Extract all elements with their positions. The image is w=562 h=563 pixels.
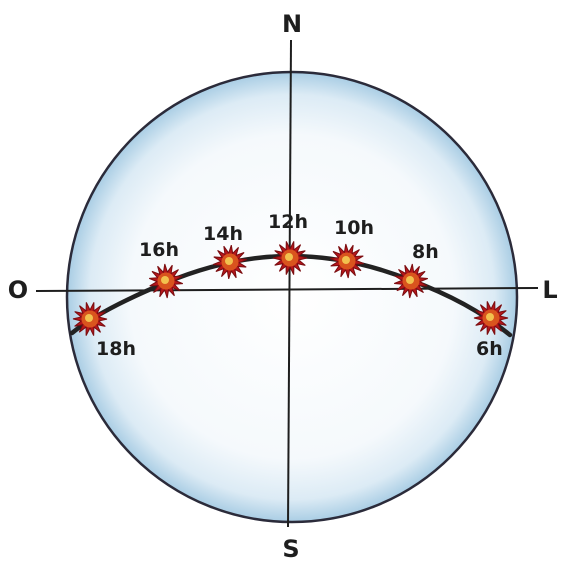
label-west: O <box>8 276 28 304</box>
hour-label-14h: 14h <box>203 223 243 245</box>
hour-label-8h: 8h <box>412 241 439 263</box>
hour-label-6h: 6h <box>476 338 503 360</box>
label-east: L <box>542 276 557 304</box>
hour-label-18h: 18h <box>96 338 136 360</box>
hour-label-16h: 16h <box>139 239 179 261</box>
label-north: N <box>282 10 302 38</box>
hour-label-12h: 12h <box>268 211 308 233</box>
label-south: S <box>282 535 299 563</box>
hour-label-10h: 10h <box>334 217 374 239</box>
